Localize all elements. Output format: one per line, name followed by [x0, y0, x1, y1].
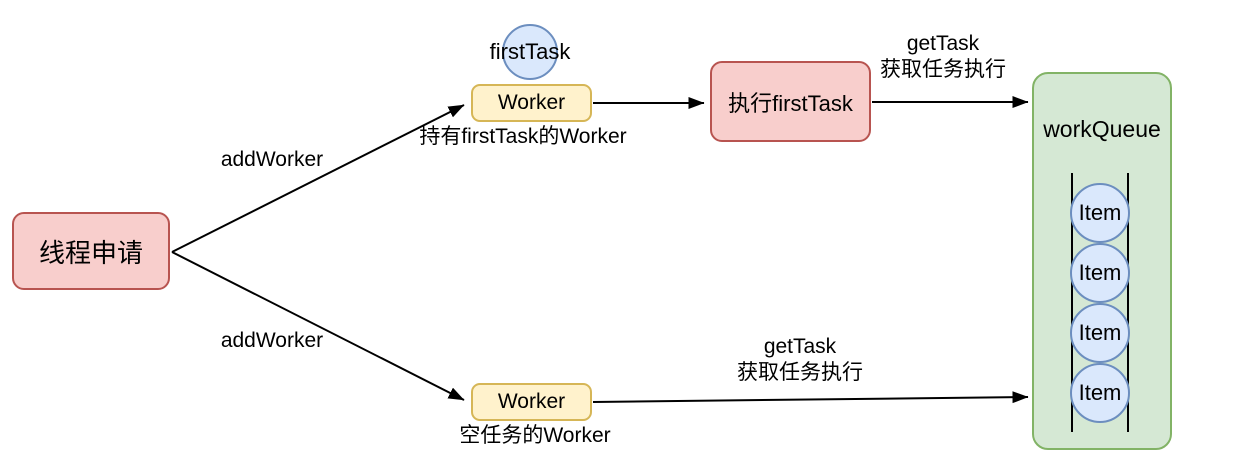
edge-label-gettask-bottom-line1: getTask	[763, 335, 837, 358]
edge-label-gettask-top: getTask 获取任务执行	[843, 31, 1043, 83]
edge-label-gettask-bottom: getTask 获取任务执行	[700, 334, 900, 386]
node-execute-firsttask: 执行firstTask	[710, 61, 871, 142]
edge-label-gettask-top-line2: 获取任务执行	[880, 58, 1006, 81]
queue-item: Item	[1070, 243, 1130, 303]
queue-item: Item	[1070, 183, 1130, 243]
work-queue-title: workQueue	[1043, 116, 1161, 142]
caption-worker-with-firsttask: 持有firstTask的Worker	[419, 125, 627, 148]
node-worker-empty: Worker	[471, 383, 592, 421]
edge-label-gettask-bottom-line2: 获取任务执行	[737, 361, 863, 384]
node-thread-request: 线程申请	[12, 212, 170, 290]
edge-label-gettask-top-line1: getTask	[906, 32, 980, 55]
first-task-circle	[502, 24, 558, 80]
edge-label-addworker-bottom: addWorker	[220, 329, 324, 352]
node-worker-with-firsttask: Worker	[471, 84, 592, 122]
queue-item: Item	[1070, 363, 1130, 423]
first-task-label: firstTask	[489, 39, 571, 64]
arrow-gettask-bottom	[592, 391, 1029, 404]
edge-label-addworker-top: addWorker	[220, 148, 324, 171]
caption-worker-empty: 空任务的Worker	[459, 424, 611, 447]
arrow-addworker-bottom	[171, 251, 465, 401]
queue-item: Item	[1070, 303, 1130, 363]
